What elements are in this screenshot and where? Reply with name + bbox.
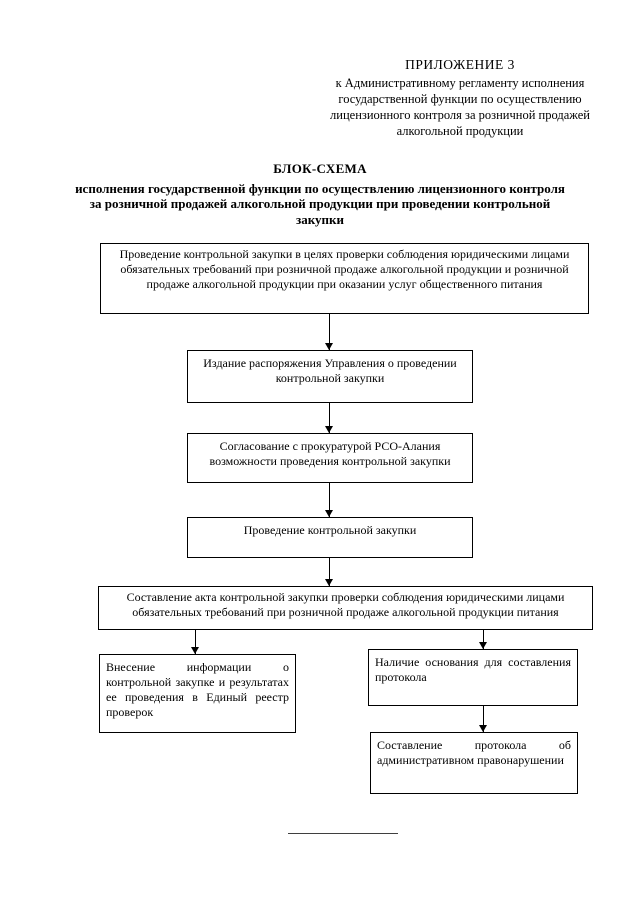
flow-box-protocol-preparation: Составление протокола об административно… [370,732,578,794]
appendix-note-line: государственной функции по осуществлению [338,92,582,106]
flow-box-registry-entry: Внесение информации о контрольной закупк… [99,654,296,733]
footnote-separator-line [288,833,398,834]
flow-box-protocol-grounds: Наличие основания для составления проток… [368,649,578,706]
flow-box-act-preparation: Составление акта контрольной закупки про… [98,586,593,630]
schema-subtitle-line: закупки [295,211,344,227]
flow-arrow-down [325,558,333,586]
flow-arrow-down [325,403,333,433]
flow-arrow-down [325,483,333,517]
flow-box-text: Наличие основания для составления проток… [375,655,571,684]
flow-box-text: Внесение информации о контрольной закупк… [106,660,289,719]
flow-box-purchase-purpose: Проведение контрольной закупки в целях п… [100,243,589,314]
appendix-note-line: алкогольной продукции [396,124,524,138]
flow-box-text: Составление акта контрольной закупки про… [126,590,565,619]
appendix-title: ПРИЛОЖЕНИЕ 3 [405,57,515,72]
appendix-note-line: лицензионного контроля за розничной прод… [330,108,590,122]
schema-title: БЛОК-СХЕМА [273,161,367,176]
flow-box-text: Проведение контрольной закупки в целях п… [119,247,570,291]
appendix-note-line: к Административному регламенту исполнени… [335,76,585,90]
appendix-note: ПРИЛОЖЕНИЕ 3 к Административному регламе… [308,57,612,139]
schema-heading: БЛОК-СХЕМА исполнения государственной фу… [40,161,600,227]
flow-box-purchase-conduct: Проведение контрольной закупки [187,517,473,558]
flow-box-order-issuance: Издание распоряжения Управления о провед… [187,350,473,403]
flow-box-prosecutor-approval: Согласование с прокуратурой РСО-Алания в… [187,433,473,483]
flow-arrow-down-right-branch [479,630,487,649]
flow-box-text: Составление протокола об административно… [377,738,571,767]
flow-box-text: Согласование с прокуратурой РСО-Алания в… [209,439,451,468]
flow-box-text: Проведение контрольной закупки [243,523,417,537]
flow-arrow-down [325,314,333,350]
flow-box-text: Издание распоряжения Управления о провед… [203,356,457,385]
flow-arrow-down-left-branch [191,630,199,654]
schema-subtitle-line: за розничной продажей алкогольной продук… [89,196,551,211]
flow-arrow-down [479,706,487,732]
schema-subtitle-line: исполнения государственной функции по ос… [75,180,565,196]
